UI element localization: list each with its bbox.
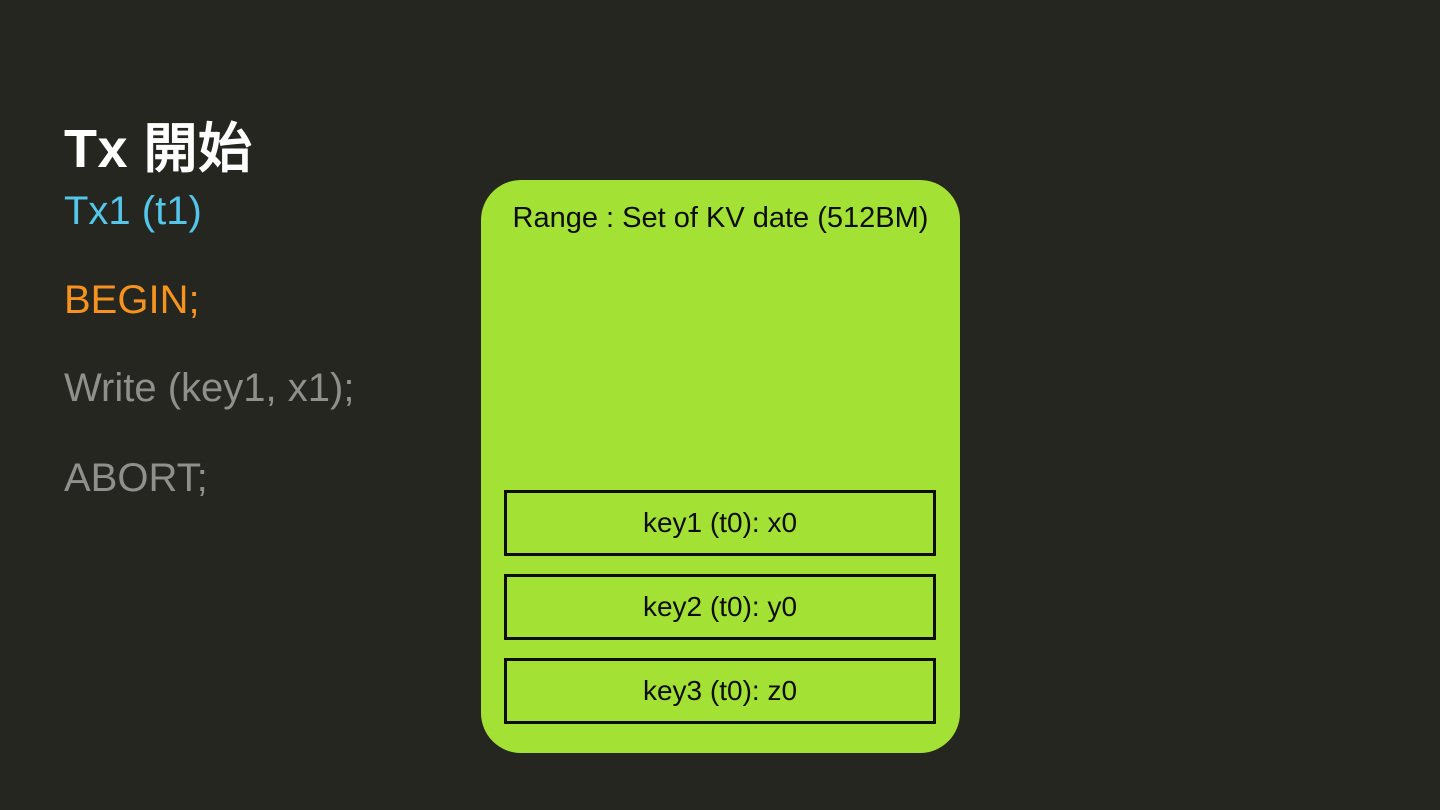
kv-entry-label: key2 (t0): y0 (642, 591, 798, 622)
tx-label-line: Tx1 (t1) (64, 189, 202, 233)
range-panel-title: Range : Set of KV date (512BM) (512, 202, 929, 234)
kv-entry-label: key3 (t0): z0 (642, 675, 798, 706)
kv-entry-label: key1 (t0): x0 (642, 507, 798, 538)
begin-statement-line: BEGIN; (64, 278, 200, 322)
kv-entry-box: key3 (t0): z0 (504, 658, 936, 724)
range-panel: Range : Set of KV date (512BM) key1 (t0)… (481, 180, 960, 753)
write-statement-line: Write (key1, x1); (64, 366, 355, 410)
kv-entry-box: key2 (t0): y0 (504, 574, 936, 640)
abort-statement-line: ABORT; (64, 456, 208, 500)
slide-title: Tx 開始 (64, 119, 253, 180)
kv-entry-box: key1 (t0): x0 (504, 490, 936, 556)
